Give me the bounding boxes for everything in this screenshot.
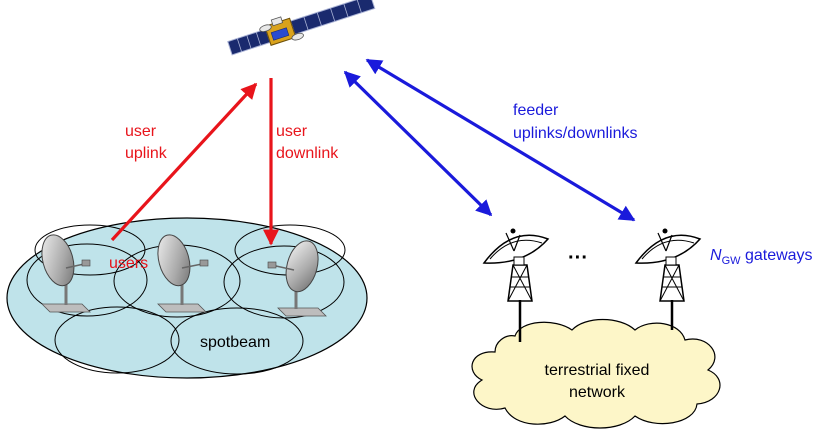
feeder-label: uplinks/downlinks	[513, 125, 638, 142]
gateways-subscript: GW	[722, 255, 742, 267]
network-label: terrestrial fixed	[545, 362, 650, 379]
user-uplink-label: user	[125, 123, 157, 140]
user-downlink-label: user	[276, 123, 308, 140]
user-uplink-arrow	[110, 82, 258, 242]
spotbeam-circle	[54, 306, 180, 374]
spotbeam-circle	[26, 243, 148, 317]
coverage-ellipse	[6, 217, 368, 379]
terrestrial-network-cloud	[471, 319, 721, 429]
satellite-icon	[227, 0, 376, 56]
gateways-symbol: N	[710, 247, 722, 264]
gateway-antenna-icon	[634, 228, 702, 302]
feeder-label: feeder	[513, 102, 559, 119]
gateway-antenna-icon	[482, 228, 550, 302]
user-uplink-label: uplink	[125, 145, 168, 162]
user-downlink-label: downlink	[276, 145, 339, 162]
feeder-link-arrow	[365, 58, 636, 222]
gateways-label: NGW gateways	[710, 247, 813, 267]
satellite-dish-icon	[41, 234, 91, 313]
ellipsis-label: ···	[568, 247, 588, 269]
network-label: network	[569, 384, 626, 401]
feeder-link-arrow	[343, 70, 493, 217]
spotbeam-circle	[170, 307, 304, 375]
satellite-dish-icon	[157, 234, 209, 313]
gateways-text: gateways	[741, 247, 813, 264]
spotbeam-circle	[34, 224, 146, 276]
users-label: users	[109, 255, 148, 272]
spotbeam-label: spotbeam	[200, 334, 270, 351]
satellite-dish-icon	[267, 240, 327, 317]
